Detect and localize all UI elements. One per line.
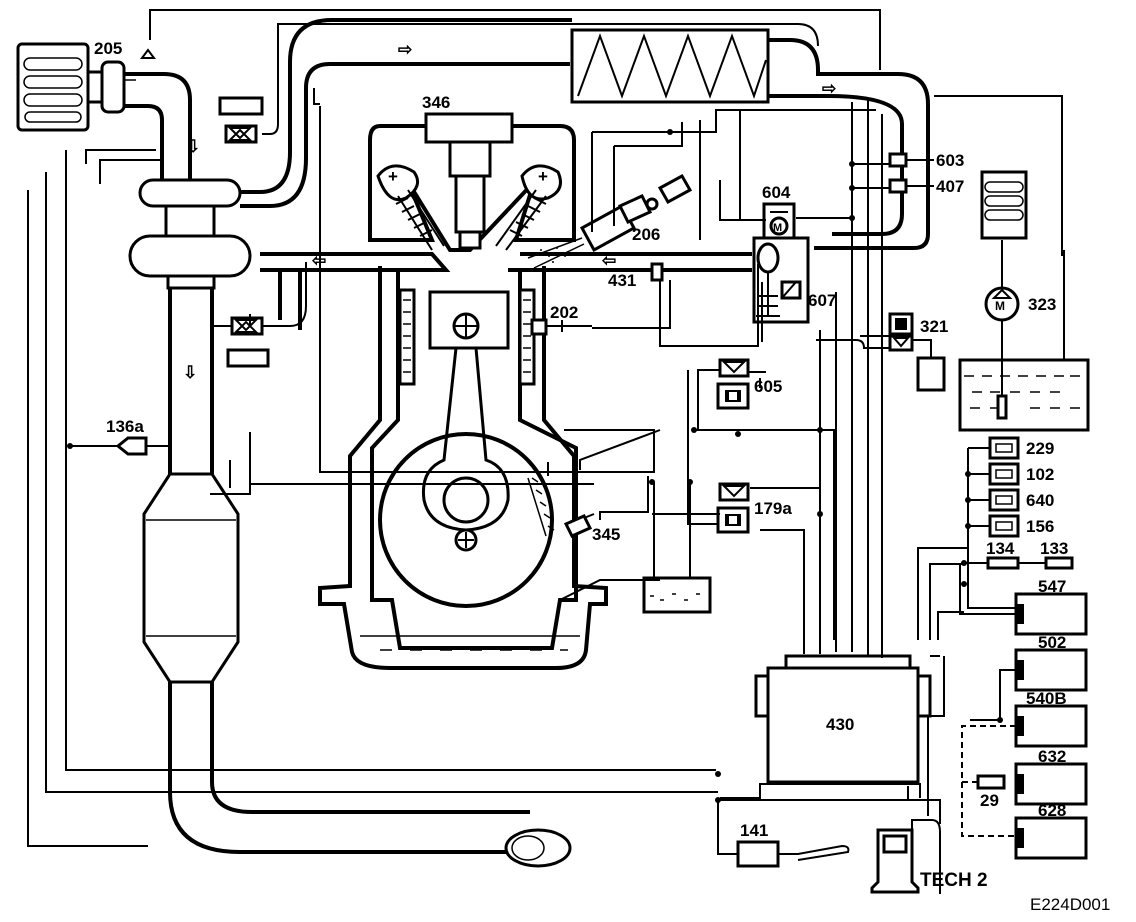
ecu-430 bbox=[754, 654, 932, 784]
connector-540b bbox=[1014, 704, 1088, 748]
label-407: 407 bbox=[936, 177, 964, 196]
fuel-injector bbox=[527, 194, 653, 269]
valve-321 bbox=[888, 312, 946, 392]
sensor-603 bbox=[888, 152, 908, 168]
svg-text:+: + bbox=[538, 167, 548, 186]
idle-air-control-604: M bbox=[762, 202, 796, 240]
svg-text:M: M bbox=[773, 222, 782, 234]
label-607: 607 bbox=[808, 291, 836, 310]
solenoid-valve-605 bbox=[716, 358, 750, 410]
label-547: 547 bbox=[1038, 577, 1066, 596]
connector-632 bbox=[1014, 762, 1088, 806]
label-156: 156 bbox=[1026, 517, 1054, 536]
label-102: 102 bbox=[1026, 465, 1054, 484]
turbocharger bbox=[128, 178, 252, 290]
svg-text:M: M bbox=[995, 299, 1005, 313]
label-603: 603 bbox=[936, 151, 964, 170]
fuse-134 bbox=[986, 556, 1020, 570]
fuse-133 bbox=[1044, 556, 1074, 570]
fuel-filter bbox=[980, 170, 1028, 240]
label-323: 323 bbox=[1028, 295, 1056, 314]
flow-arrow-right-intercooler: ⇨ bbox=[822, 79, 836, 98]
label-136a: 136a bbox=[106, 417, 144, 436]
label-179a: 179a bbox=[754, 499, 792, 518]
connector-502 bbox=[1014, 648, 1088, 692]
catalytic-converter bbox=[142, 472, 240, 684]
label-632: 632 bbox=[1038, 747, 1066, 766]
label-640: 640 bbox=[1026, 491, 1054, 510]
intercooler bbox=[570, 28, 770, 104]
label-133: 133 bbox=[1040, 539, 1068, 558]
label-141: 141 bbox=[740, 821, 768, 840]
label-202: 202 bbox=[550, 303, 578, 322]
sensor-431 bbox=[650, 262, 664, 282]
tech2-scan-tool bbox=[870, 819, 941, 894]
tailpipe-outlet bbox=[504, 828, 572, 868]
label-345: 345 bbox=[592, 525, 620, 544]
sensor-407 bbox=[888, 178, 908, 194]
label-134: 134 bbox=[986, 539, 1015, 558]
label-321: 321 bbox=[920, 317, 948, 336]
flow-arrow-down-exhaust: ⇩ bbox=[183, 363, 197, 382]
sensor-141 bbox=[717, 800, 850, 868]
flow-arrow-right-top: ⇨ bbox=[398, 40, 412, 59]
label-205: 205 bbox=[94, 39, 122, 58]
label-431: 431 bbox=[608, 271, 636, 290]
air-filter bbox=[16, 42, 90, 132]
label-604: 604 bbox=[762, 183, 791, 202]
label-29: 29 bbox=[980, 791, 999, 810]
relay-stack bbox=[967, 436, 1020, 609]
flow-arrow-down: ⇩ bbox=[186, 137, 200, 156]
svg-text:+: + bbox=[388, 167, 398, 186]
fuel-tank bbox=[958, 358, 1090, 432]
label-346: 346 bbox=[422, 93, 450, 112]
mass-airflow-sensor bbox=[86, 60, 136, 114]
label-tech2: TECH 2 bbox=[920, 870, 988, 891]
figure-reference: E224D001 bbox=[1030, 895, 1110, 914]
label-502: 502 bbox=[1038, 633, 1066, 652]
connector-547 bbox=[1014, 592, 1088, 636]
solenoid-valve-179a bbox=[716, 482, 750, 534]
label-206: 206 bbox=[632, 225, 660, 244]
connector-628 bbox=[1014, 816, 1088, 860]
fuel-pressure-regulator bbox=[645, 173, 693, 211]
charcoal-canister bbox=[642, 576, 712, 614]
label-628: 628 bbox=[1038, 801, 1066, 820]
knock-sensor-345 bbox=[563, 513, 595, 538]
label-229: 229 bbox=[1026, 439, 1054, 458]
wastegate-valve bbox=[210, 262, 307, 368]
label-540b: 540B bbox=[1026, 689, 1067, 708]
junction-dots bbox=[67, 129, 1003, 803]
bypass-valve bbox=[218, 23, 819, 144]
label-430: 430 bbox=[826, 715, 854, 734]
fuse-29 bbox=[976, 774, 1006, 790]
label-605: 605 bbox=[754, 377, 782, 396]
fuel-pump-323: M bbox=[984, 240, 1020, 396]
oxygen-sensor-136a bbox=[70, 436, 170, 456]
